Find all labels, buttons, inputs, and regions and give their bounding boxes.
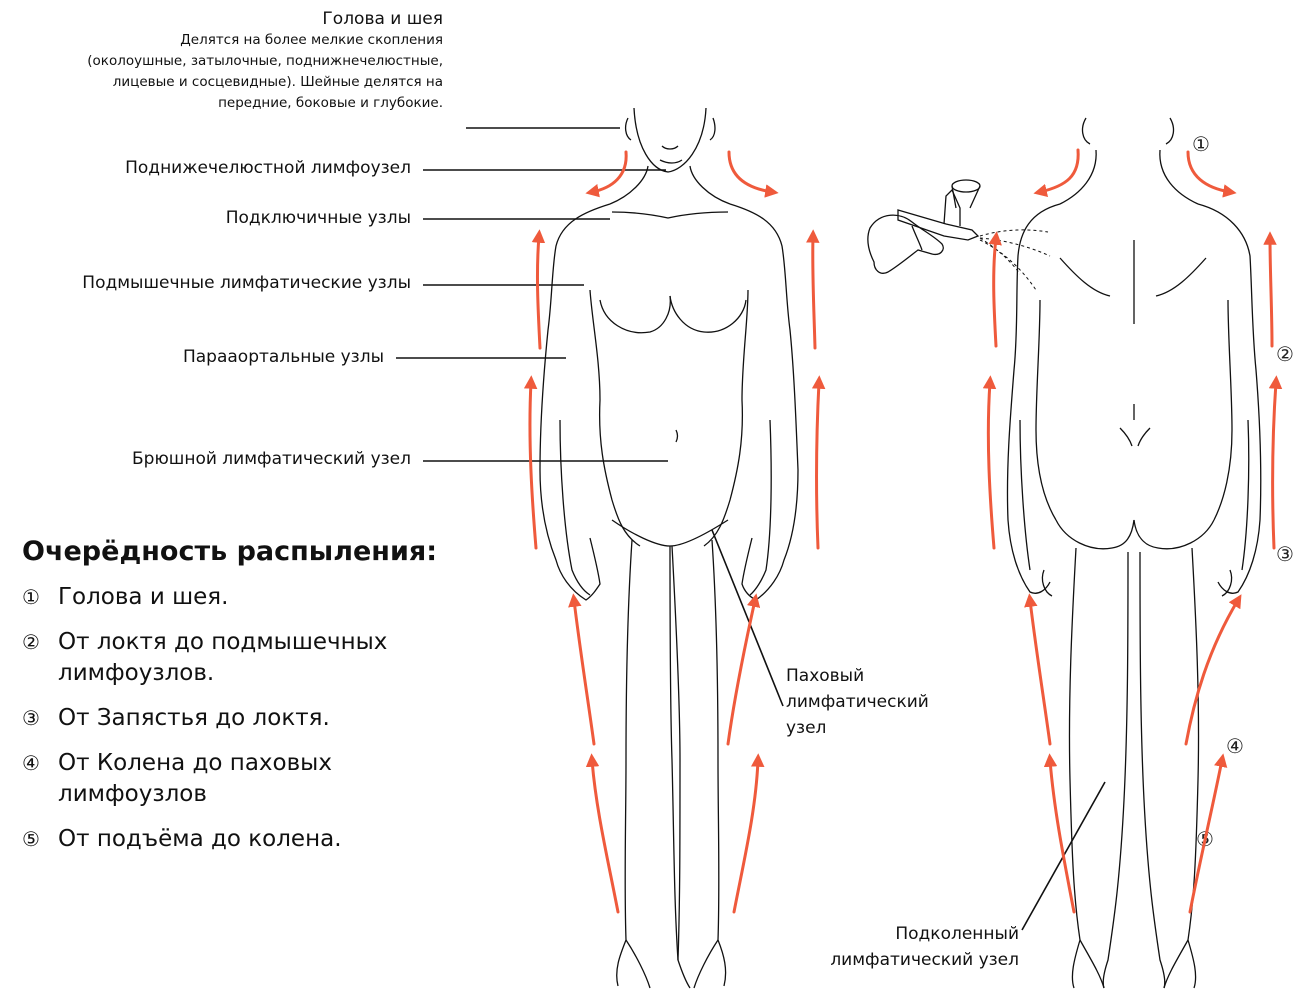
step-marker-1: ① (1192, 132, 1210, 156)
sequence-item: ② От локтя до подмышечных лимфоузлов. (22, 627, 488, 689)
inguinal-label-line: лимфатический (786, 689, 929, 715)
sequence-title: Очерёдность распыления: (22, 534, 488, 570)
back-leader-lines (1022, 782, 1105, 930)
axillary-label: Подмышечные лимфатические узлы (82, 273, 411, 293)
popliteal-label: Подколенный лимфатический узел (830, 921, 1019, 973)
step-marker-5: ⑤ (1196, 827, 1214, 851)
sequence-item: ③ От Запястья до локтя. (22, 703, 488, 734)
sequence-text: От Колена до паховых лимфоузлов (58, 748, 418, 810)
step-marker-3: ③ (1276, 542, 1294, 566)
sequence-number: ③ (22, 703, 58, 734)
sequence-text: От подъёма до колена. (58, 824, 488, 855)
head-neck-desc-line: передние, боковые и глубокие. (87, 93, 443, 114)
sequence-item: ① Голова и шея. (22, 582, 488, 613)
head-neck-desc-line: (околоушные, затылочные, поднижнечелюстн… (87, 51, 443, 72)
spray-mist-icon (980, 230, 1050, 290)
spray-sequence: Очерёдность распыления: ① Голова и шея. … (22, 534, 488, 869)
inguinal-label-line: Паховый (786, 663, 929, 689)
step-marker-4: ④ (1226, 734, 1244, 758)
paraaortic-label: Парааортальные узлы (183, 347, 384, 367)
sequence-number: ② (22, 627, 58, 658)
sequence-text: От локтя до подмышечных лимфоузлов. (58, 627, 478, 689)
front-body-outline (540, 108, 798, 988)
sequence-item: ⑤ От подъёма до колена. (22, 824, 488, 855)
inguinal-label-line: узел (786, 715, 929, 741)
front-arrows (530, 152, 819, 912)
inguinal-label: Паховый лимфатический узел (786, 663, 929, 741)
abdominal-label: Брюшной лимфатический узел (132, 449, 411, 469)
subclavian-label: Подключичные узлы (226, 208, 411, 228)
sequence-number: ④ (22, 748, 58, 779)
head-neck-desc-line: Делятся на более мелкие скопления (87, 30, 443, 51)
back-arrows (988, 150, 1276, 912)
sequence-text: От Запястья до локтя. (58, 703, 488, 734)
sequence-number: ① (22, 582, 58, 613)
submandibular-label: Поднижечелюстной лимфоузел (125, 158, 411, 178)
sequence-number: ⑤ (22, 824, 58, 855)
popliteal-label-line: лимфатический узел (830, 947, 1019, 973)
head-neck-label: Голова и шея Делятся на более мелкие ско… (87, 8, 443, 114)
step-marker-2: ② (1276, 342, 1294, 366)
back-body-outline (1007, 118, 1260, 988)
airbrush-icon (868, 180, 980, 273)
sequence-item: ④ От Колена до паховых лимфоузлов (22, 748, 488, 810)
head-neck-desc-line: лицевые и сосцевидные). Шейные делятся н… (87, 72, 443, 93)
head-neck-title: Голова и шея (87, 8, 443, 30)
sequence-text: Голова и шея. (58, 582, 488, 613)
popliteal-label-line: Подколенный (830, 921, 1019, 947)
